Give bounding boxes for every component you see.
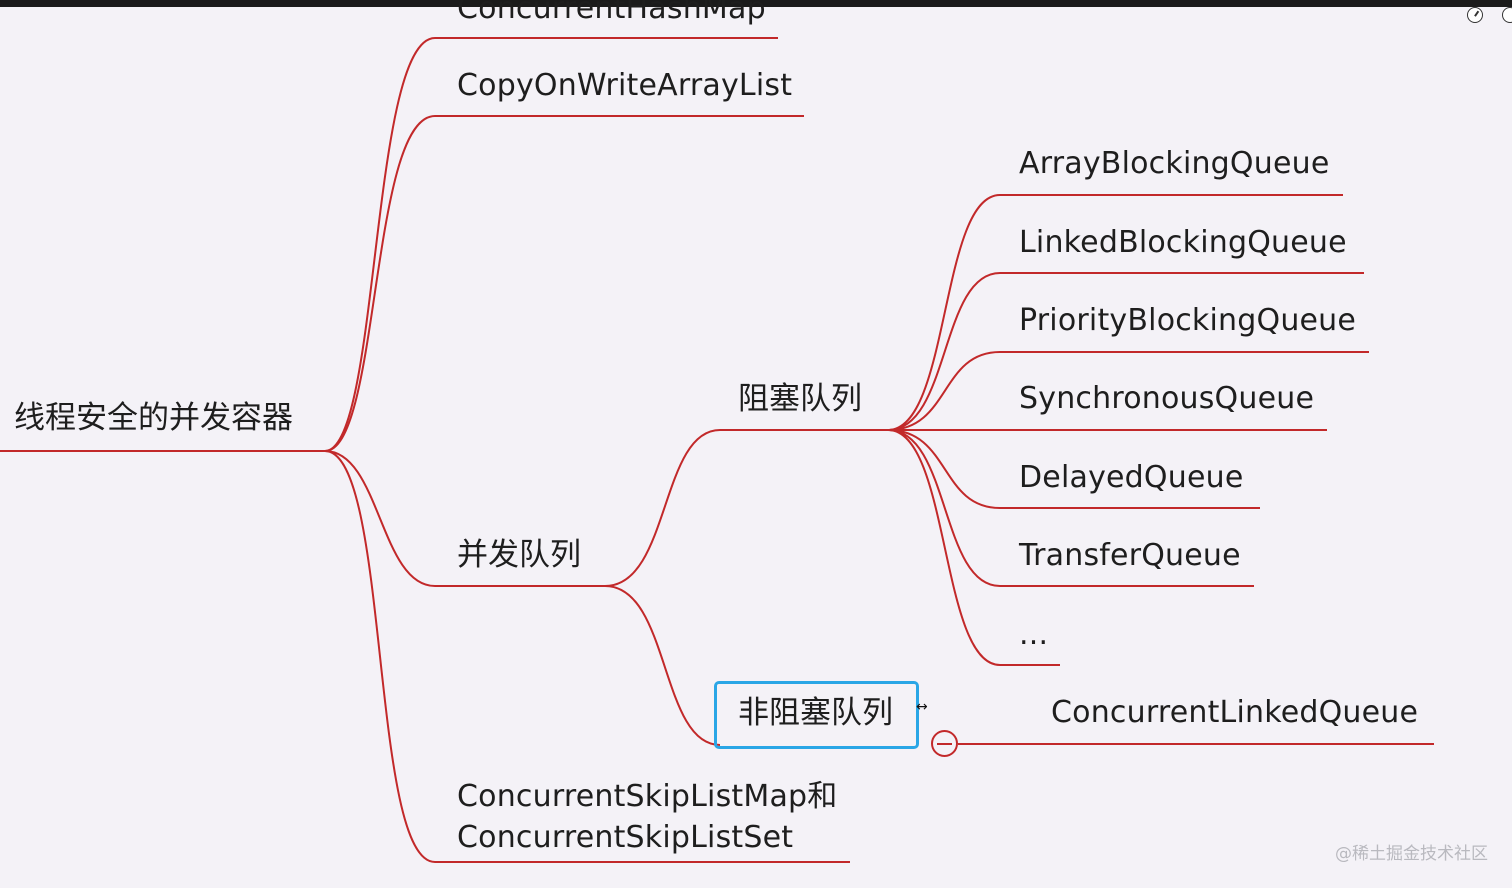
node-non-blocking-queue[interactable]: 非阻塞队列 (738, 695, 893, 731)
edge-bq-dq (887, 429, 1260, 509)
edge-cq-nonblocking (604, 585, 721, 746)
edge-bq-tq (887, 429, 1254, 587)
node-blocking-queue[interactable]: 阻塞队列 (738, 381, 862, 417)
leaf-ellipsis[interactable]: ... (1019, 617, 1049, 652)
leaf-delayed-queue[interactable]: DelayedQueue (1019, 460, 1244, 495)
node-concurrent-skip-list[interactable]: ConcurrentSkipListMap和 ConcurrentSkipLis… (457, 776, 837, 858)
edge-bq-lbq (887, 272, 1364, 431)
edge-bq-pbq (887, 351, 1369, 431)
leaf-linked-blocking-queue[interactable]: LinkedBlockingQueue (1019, 225, 1347, 260)
node-copy-on-write-array-list[interactable]: CopyOnWriteArrayList (457, 68, 793, 103)
node-concurrent-hash-map[interactable]: ConcurrentHashMap (457, 0, 766, 26)
skip-list-line1: ConcurrentSkipListMap和 (457, 779, 838, 814)
gear-icon[interactable] (1502, 7, 1512, 23)
root-node[interactable]: 线程安全的并发容器 (14, 400, 293, 436)
edge-bq-abq (887, 194, 1343, 431)
leaf-transfer-queue[interactable]: TransferQueue (1019, 538, 1241, 573)
edge-cq-blocking (604, 429, 888, 587)
edge-root-cq (324, 450, 605, 587)
resize-arrows-icon[interactable]: ↔ (916, 699, 928, 715)
leaf-array-blocking-queue[interactable]: ArrayBlockingQueue (1019, 146, 1330, 181)
edge-root-csl (324, 450, 850, 863)
collapse-minus-icon[interactable] (931, 730, 958, 757)
window-top-bar (0, 0, 1512, 7)
watermark: @稀土掘金技术社区 (1335, 844, 1488, 864)
leaf-synchronous-queue[interactable]: SynchronousQueue (1019, 381, 1315, 416)
clock-icon[interactable] (1467, 7, 1483, 23)
node-concurrent-queue[interactable]: 并发队列 (457, 537, 581, 573)
edge-root-chm (324, 37, 778, 452)
leaf-priority-blocking-queue[interactable]: PriorityBlockingQueue (1019, 303, 1357, 338)
skip-list-line2: ConcurrentSkipListSet (457, 820, 794, 855)
edge-bq-el (887, 429, 1060, 666)
edge-root-cow (324, 115, 804, 452)
leaf-concurrent-linked-queue[interactable]: ConcurrentLinkedQueue (1051, 695, 1419, 730)
